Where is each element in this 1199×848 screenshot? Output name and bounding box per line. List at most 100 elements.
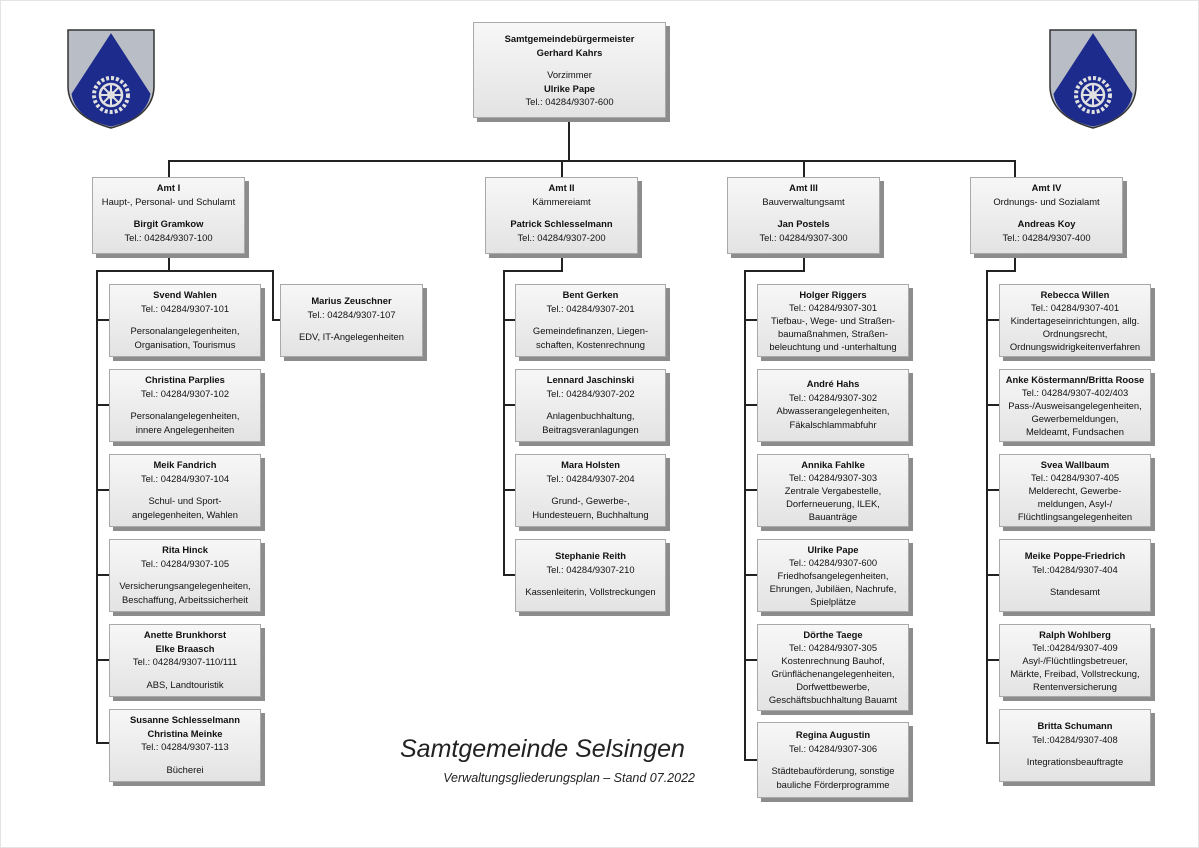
staff-box: Lennard Jaschinski Tel.: 04284/9307-202 … <box>515 369 666 442</box>
staff-name: Christina Meinke <box>147 727 223 739</box>
staff-phone: Tel.: 04284/9307-202 <box>546 387 635 399</box>
connector-line <box>561 160 563 177</box>
connector-line <box>503 404 515 406</box>
staff-phone: Tel.: 04284/9307-210 <box>546 563 635 575</box>
connector-line <box>744 404 757 406</box>
staff-duty: Städtebauförderung, sonstige <box>771 765 895 776</box>
staff-duty: Fäkalschlammabfuhr <box>789 418 877 430</box>
department-title: Amt IV <box>1031 182 1062 193</box>
connector-line <box>803 160 805 177</box>
staff-duty: Gemeindefinanzen, Liegen- <box>532 325 649 336</box>
staff-phone: Tel.: 04284/9307-402/403 <box>1021 387 1129 398</box>
connector-line <box>803 254 805 272</box>
head-name: Gerhard Kahrs <box>536 46 603 58</box>
staff-name: Britta Schumann <box>1037 720 1113 731</box>
staff-duty: Beitragsveranlagungen <box>542 423 639 435</box>
staff-duty: Dorferneuerung, ILEK, <box>786 498 880 509</box>
staff-name: Stephanie Reith <box>555 550 626 561</box>
staff-phone: Tel.: 04284/9307-107 <box>307 308 396 320</box>
staff-name: Rita Hinck <box>162 544 208 555</box>
connector-line <box>986 489 999 491</box>
connector-line <box>96 574 109 576</box>
department-box-amt-4: Amt IV Ordnungs- und Sozialamt Andreas K… <box>970 177 1123 254</box>
staff-phone: Tel.: 04284/9307-301 <box>788 302 878 313</box>
connector-line <box>1014 254 1016 272</box>
staff-duty: Ehrungen, Jubiläen, Nachrufe, <box>769 583 897 594</box>
staff-phone: Tel.: 04284/9307-306 <box>788 742 878 754</box>
staff-duty: Pass-/Ausweisangelegenheiten, <box>1008 400 1142 411</box>
staff-phone: Tel.: 04284/9307-102 <box>140 387 230 399</box>
staff-duty: Abwasserangelegenheiten, <box>776 405 890 416</box>
staff-duty: Spielplätze <box>810 596 856 607</box>
connector-line <box>503 574 515 576</box>
staff-duty: Friedhofsangelegenheiten, <box>777 570 889 581</box>
staff-duty: Bücherei <box>166 763 204 775</box>
connector-line <box>96 489 109 491</box>
staff-name: Elke Braasch <box>155 642 215 654</box>
connector-line <box>96 659 109 661</box>
staff-duty: schaften, Kostenrechnung <box>536 338 645 350</box>
staff-phone: Tel.: 04284/9307-401 <box>1030 302 1120 313</box>
staff-box: Regina Augustin Tel.: 04284/9307-306 Stä… <box>757 722 909 798</box>
department-head: Andreas Koy <box>1017 218 1076 229</box>
staff-phone: Tel.: 04284/9307-305 <box>788 642 878 653</box>
staff-box: Meike Poppe-Friedrich Tel.:04284/9307-40… <box>999 539 1151 612</box>
staff-duty: Ordnungswidrigkeitenverfahren <box>1009 341 1141 352</box>
staff-name: Marius Zeuschner <box>311 295 392 306</box>
staff-box: Svend Wahlen Tel.: 04284/9307-101 Person… <box>109 284 261 357</box>
staff-name: Anke Köstermann/Britta Roose <box>1005 374 1145 385</box>
connector-line <box>986 270 988 743</box>
head-box: Samtgemeindebürgermeister Gerhard Kahrs … <box>473 22 666 118</box>
department-title: Amt III <box>789 182 818 193</box>
staff-name: Annika Fahlke <box>801 459 865 470</box>
staff-duty: angelegenheiten, Wahlen <box>132 508 238 520</box>
staff-phone: Tel.: 04284/9307-302 <box>788 391 878 403</box>
staff-phone: Tel.: 04284/9307-201 <box>546 302 635 314</box>
staff-name: Lennard Jaschinski <box>546 374 635 385</box>
staff-phone: Tel.:04284/9307-408 <box>1032 733 1118 745</box>
connector-line <box>986 742 999 744</box>
connector-line <box>168 160 170 177</box>
office-name: Ulrike Pape <box>543 82 596 94</box>
staff-duty: Ordnungsrecht, <box>1042 328 1108 339</box>
connector-line <box>986 404 999 406</box>
staff-box: Mara Holsten Tel.: 04284/9307-204 Grund-… <box>515 454 666 527</box>
department-desc: Bauverwaltungsamt <box>762 195 845 207</box>
connector-line <box>272 319 280 321</box>
connector-line <box>986 659 999 661</box>
staff-name: Rebecca Willen <box>1040 289 1110 300</box>
staff-name: Christina Parplies <box>145 374 225 385</box>
staff-phone: Tel.: 04284/9307-303 <box>788 472 878 483</box>
staff-name: Ralph Wohlberg <box>1039 629 1111 640</box>
staff-duty: ABS, Landtouristik <box>146 678 224 690</box>
connector-line <box>568 118 570 161</box>
staff-duty: baumaßnahmen, Straßen- <box>778 328 888 339</box>
staff-duty: Kindertageseinrichtungen, allg. <box>1010 315 1140 326</box>
department-box-amt-3: Amt III Bauverwaltungsamt Jan Postels Te… <box>727 177 880 254</box>
staff-duty: Melderecht, Gewerbe- <box>1028 485 1122 496</box>
staff-duty: innere Angelegenheiten <box>135 423 235 435</box>
staff-name: Svend Wahlen <box>153 289 217 300</box>
staff-name: Ulrike Pape <box>807 544 859 555</box>
staff-duty: Rentenversicherung <box>1033 681 1117 692</box>
office-phone: Tel.: 04284/9307-600 <box>525 96 614 107</box>
staff-box: Christina Parplies Tel.: 04284/9307-102 … <box>109 369 261 442</box>
staff-duty: Gewerbemeldungen, <box>1031 413 1119 424</box>
staff-box: Svea Wallbaum Tel.: 04284/9307-405 Melde… <box>999 454 1151 527</box>
staff-box: Rebecca Willen Tel.: 04284/9307-401 Kind… <box>999 284 1151 357</box>
staff-duty: beleuchtung und -unterhaltung <box>769 341 897 352</box>
department-box-amt-1: Amt I Haupt-, Personal- und Schulamt Bir… <box>92 177 245 254</box>
connector-line <box>744 659 757 661</box>
staff-box: Holger Riggers Tel.: 04284/9307-301 Tief… <box>757 284 909 357</box>
staff-duty: Anlagenbuchhaltung, <box>546 410 635 421</box>
department-head: Patrick Schlesselmann <box>510 218 613 229</box>
staff-name: Dörthe Taege <box>803 629 863 640</box>
staff-duty: Kassenleiterin, Vollstreckungen <box>525 586 656 597</box>
staff-name: Holger Riggers <box>799 289 867 300</box>
staff-duty: Grund-, Gewerbe-, <box>551 495 630 506</box>
staff-phone: Tel.: 04284/9307-204 <box>546 472 635 484</box>
staff-duty: Dorfwettbewerbe, <box>796 681 870 692</box>
staff-duty: Kostenrechnung Bauhof, <box>781 655 885 666</box>
department-title: Amt I <box>156 182 181 193</box>
head-title: Samtgemeindebürgermeister <box>504 33 635 44</box>
